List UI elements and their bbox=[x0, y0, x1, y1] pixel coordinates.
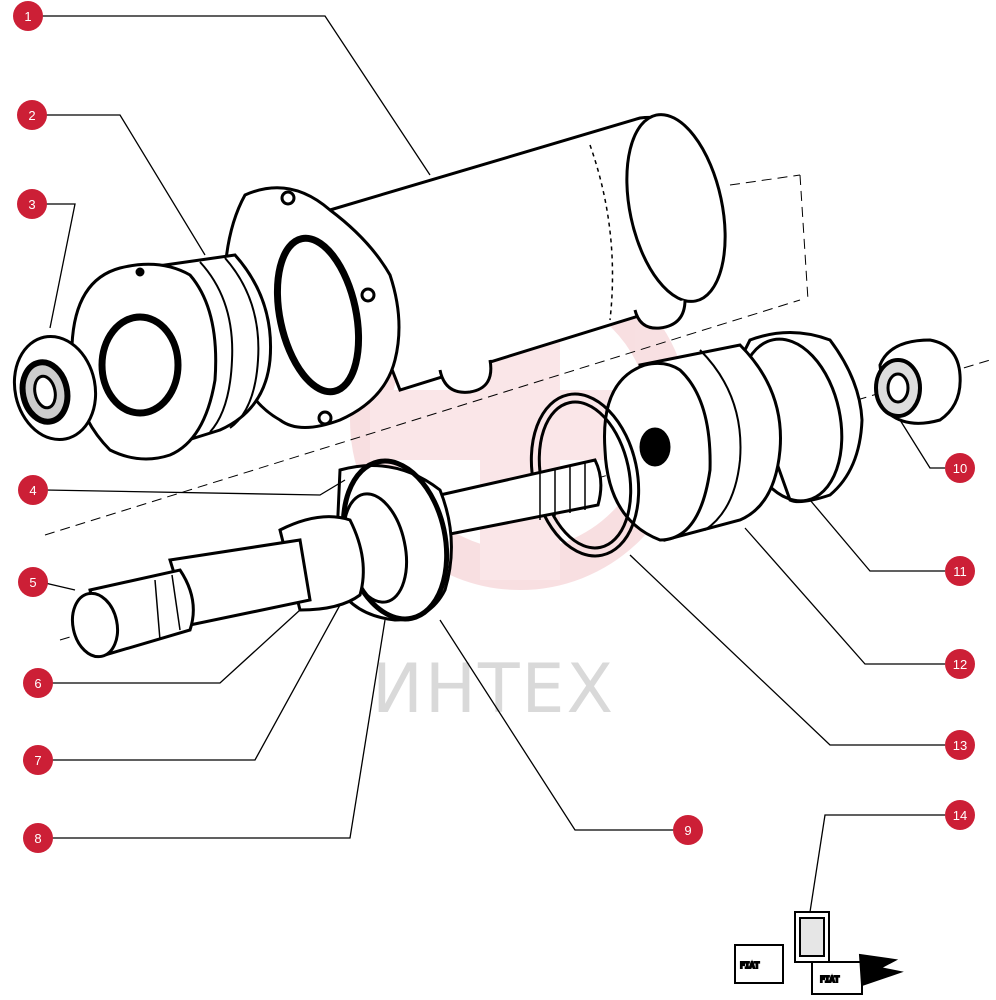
svg-text:10: 10 bbox=[953, 461, 967, 476]
callout-8: 8 bbox=[23, 823, 53, 853]
callout-4: 4 bbox=[18, 475, 48, 505]
callout-10: 10 bbox=[945, 453, 975, 483]
svg-text:8: 8 bbox=[34, 831, 41, 846]
callout-13: 13 bbox=[945, 730, 975, 760]
svg-text:11: 11 bbox=[953, 564, 967, 579]
part-piston bbox=[70, 253, 273, 461]
svg-text:5: 5 bbox=[29, 575, 36, 590]
callout-2: 2 bbox=[17, 100, 47, 130]
watermark-text: ИНТЕХ bbox=[372, 650, 615, 729]
svg-text:9: 9 bbox=[684, 823, 691, 838]
svg-text:6: 6 bbox=[34, 676, 41, 691]
callout-3: 3 bbox=[17, 189, 47, 219]
part-rod-assembly bbox=[70, 458, 603, 659]
callout-12: 12 bbox=[945, 649, 975, 679]
kit-stamp-b: FIAT bbox=[820, 975, 839, 984]
part-cylinder-body bbox=[222, 113, 727, 429]
part-repair-kit: FIAT FIAT bbox=[734, 911, 904, 995]
callout-6: 6 bbox=[23, 668, 53, 698]
svg-text:12: 12 bbox=[953, 657, 967, 672]
svg-text:1: 1 bbox=[24, 9, 31, 24]
svg-text:7: 7 bbox=[34, 753, 41, 768]
callout-11: 11 bbox=[945, 556, 975, 586]
svg-text:2: 2 bbox=[28, 108, 35, 123]
part-end-seal bbox=[12, 334, 98, 442]
callout-5: 5 bbox=[18, 567, 48, 597]
svg-text:4: 4 bbox=[29, 483, 36, 498]
callout-1: 1 bbox=[13, 1, 43, 31]
svg-text:14: 14 bbox=[953, 808, 967, 823]
kit-stamp-a: FIAT bbox=[740, 961, 759, 970]
svg-text:3: 3 bbox=[28, 197, 35, 212]
callouts: 1 2 3 4 5 6 7 8 9 10 11 12 13 14 bbox=[13, 1, 975, 853]
svg-text:13: 13 bbox=[953, 738, 967, 753]
part-nut bbox=[874, 338, 962, 425]
leader-lines bbox=[38, 15, 945, 913]
callout-14: 14 bbox=[945, 800, 975, 830]
callout-7: 7 bbox=[23, 745, 53, 775]
callout-9: 9 bbox=[673, 815, 703, 845]
